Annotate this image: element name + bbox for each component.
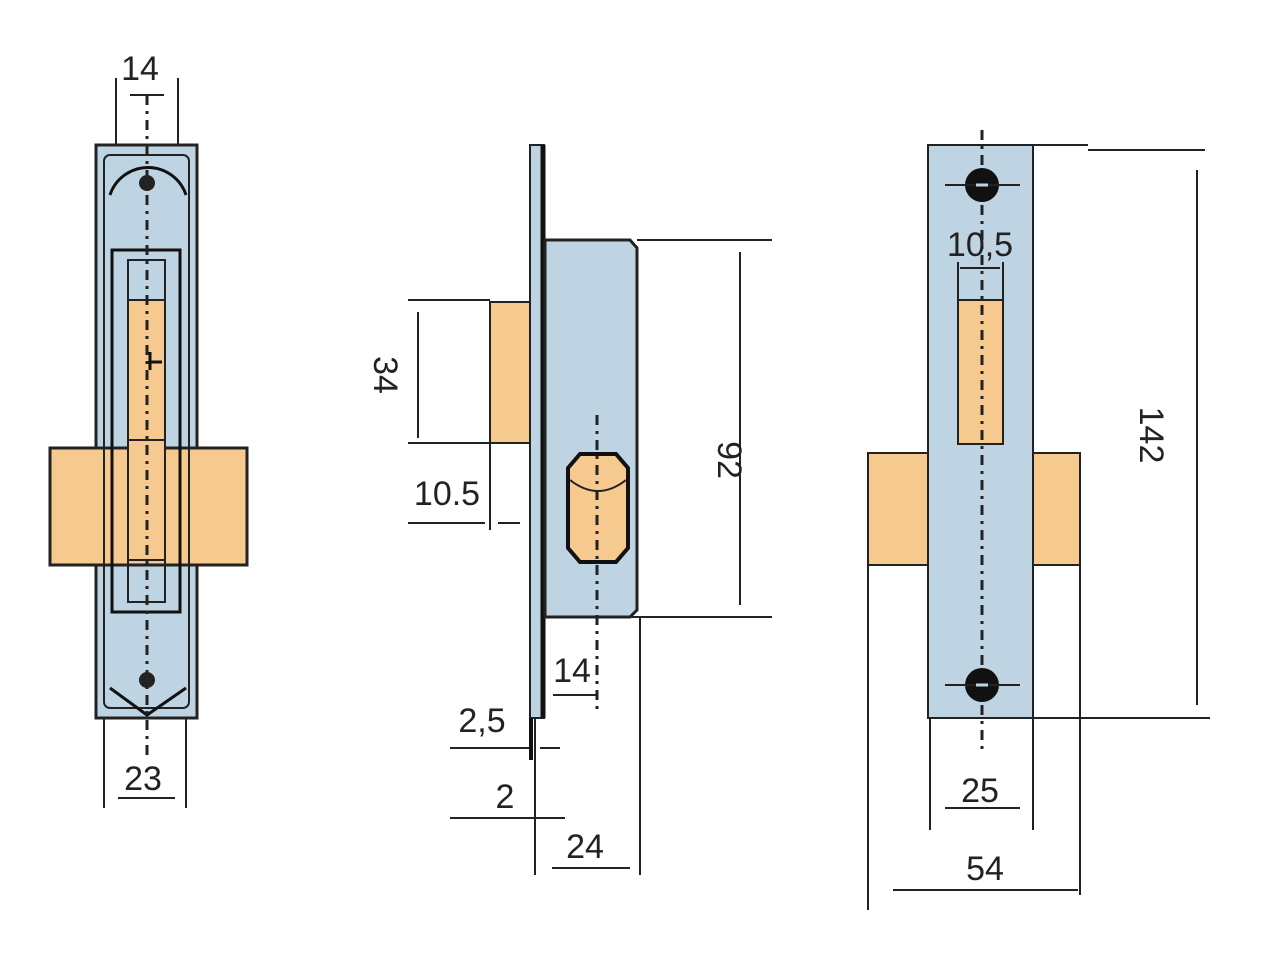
front-latch-pin <box>148 352 162 370</box>
front-top-screw-icon <box>139 175 155 191</box>
dim-front-top: 14 <box>121 50 159 88</box>
dim-total-height: 142 <box>1132 407 1170 464</box>
side-view: 92 34 10.5 14 2,5 2 24 <box>366 144 772 875</box>
dim-body-height: 92 <box>710 441 748 479</box>
front-view: 14 23 <box>48 50 249 808</box>
dim-backset: 14 <box>553 652 591 690</box>
dim-faceplate: 2,5 <box>458 702 505 740</box>
dim-total-width: 54 <box>966 850 1004 888</box>
dim-plate-width: 25 <box>961 772 999 810</box>
dim-gap: 2 <box>496 778 515 816</box>
dim-slot: 10,5 <box>947 226 1013 264</box>
dim-depth: 24 <box>566 828 604 866</box>
front-top-screw-arc <box>108 165 188 196</box>
dim-bolt-height: 34 <box>366 356 404 394</box>
back-top-screw-icon <box>945 168 1020 202</box>
front-bottom-screw-arc <box>109 686 187 717</box>
back-bolt-right <box>1032 452 1081 566</box>
dim-front-bottom: 23 <box>124 760 162 798</box>
back-view: 10,5 142 25 54 <box>867 130 1210 910</box>
back-bottom-screw-icon <box>945 668 1020 702</box>
back-bolt-left <box>867 452 929 566</box>
side-bolt <box>489 301 531 444</box>
dim-bolt-offset: 10.5 <box>414 475 480 513</box>
